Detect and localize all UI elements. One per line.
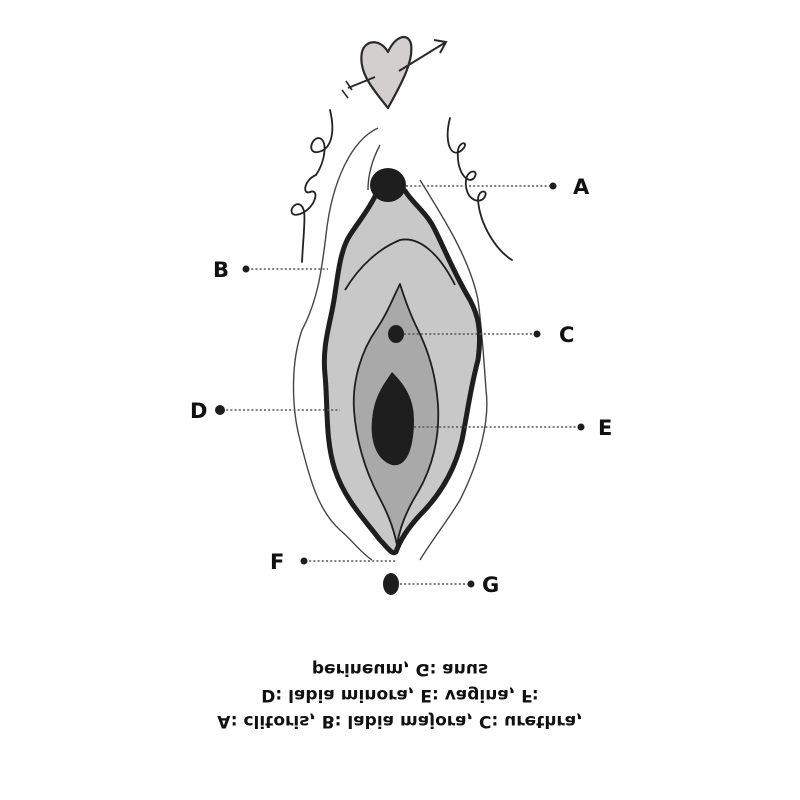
label-g-anus: G: [482, 573, 500, 597]
clitoris-dot: [370, 168, 406, 202]
label-f-perineum: F: [270, 550, 285, 574]
anus-dot: [383, 573, 399, 595]
caption-line-3: perineum, G: anus: [311, 659, 489, 679]
hood-line: [344, 238, 456, 291]
hair-curls-icon: [290, 109, 513, 263]
leader-lines: [222, 185, 580, 585]
label-e-vagina: E: [598, 416, 613, 440]
urethra-dot: [388, 325, 404, 343]
label-c-urethra: C: [559, 323, 575, 347]
label-b-labia-majora: B: [213, 258, 230, 282]
label-d-labia-minora: D: [190, 399, 208, 423]
label-a-clitoris: A: [573, 175, 590, 199]
caption-line-2: D: labia minora, E: vagina, F:: [261, 685, 539, 705]
caption-line-1: A: clitoris, B: labia majora, C: urethra…: [217, 711, 583, 731]
heart-with-arrow-icon: [341, 35, 448, 110]
outer-contour: [292, 127, 488, 561]
leader-endpoints: [215, 182, 585, 588]
vagina-shape: [371, 372, 414, 466]
caption-flipped: A: clitoris, B: labia majora, C: urethra…: [0, 656, 800, 734]
